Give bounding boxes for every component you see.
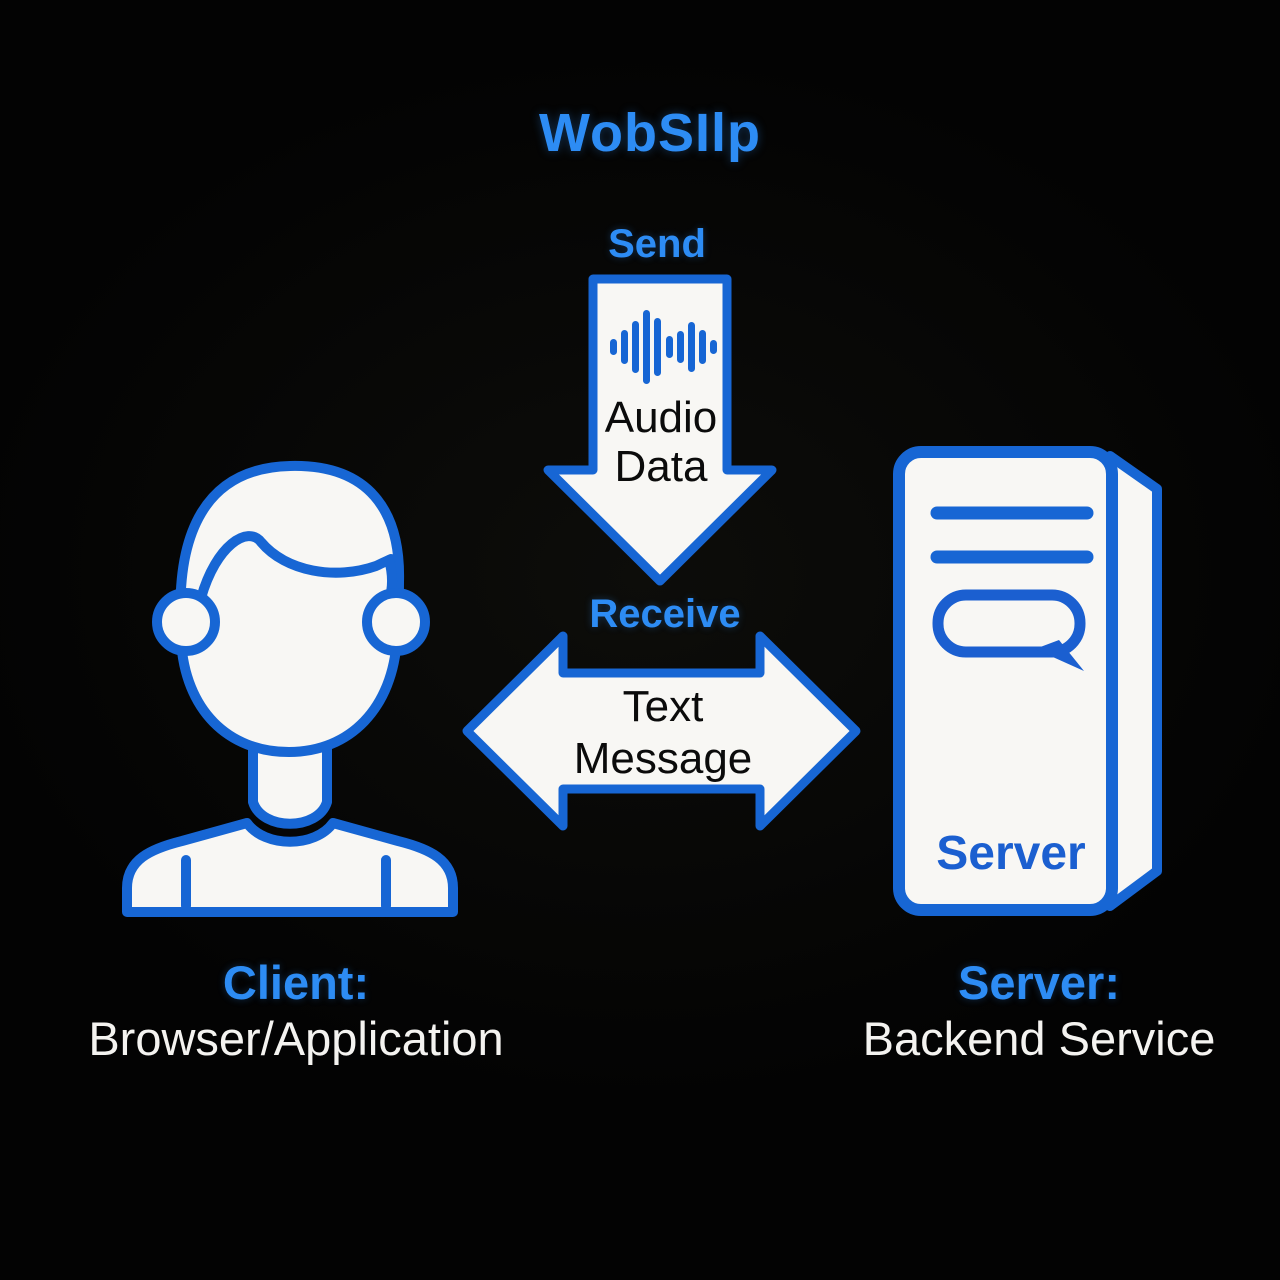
server-caption-subtitle: Backend Service (862, 1012, 1216, 1065)
send-arrow-caption-line2: Data (614, 442, 708, 491)
server-badge: Server (936, 827, 1086, 880)
client-caption-title: Client: (222, 956, 370, 1009)
client-caption: Client: Browser/Application (88, 955, 503, 1067)
server-caption-title: Server: (958, 956, 1120, 1009)
send-label: Send (608, 222, 706, 266)
receive-arrow-caption-line2: Message (573, 734, 753, 783)
server-caption: Server: Backend Service (863, 955, 1216, 1067)
client-caption-subtitle: Browser/Application (88, 1012, 504, 1065)
waveform-icon (610, 310, 717, 384)
person-icon (122, 460, 458, 917)
server-tower-icon (893, 446, 1162, 916)
receive-label: Receive (589, 592, 741, 636)
receive-arrow-caption-line1: Text (622, 682, 704, 731)
chat-bubble-icon (932, 589, 1086, 671)
send-arrow-caption: Audio Data (605, 393, 718, 491)
send-arrow-shape (543, 274, 777, 586)
send-arrow-caption-line1: Audio (604, 393, 718, 442)
receive-arrow-shape (462, 631, 861, 831)
diagram-title: WobSIlp (539, 103, 761, 163)
receive-arrow-caption: Text Message (574, 681, 753, 785)
